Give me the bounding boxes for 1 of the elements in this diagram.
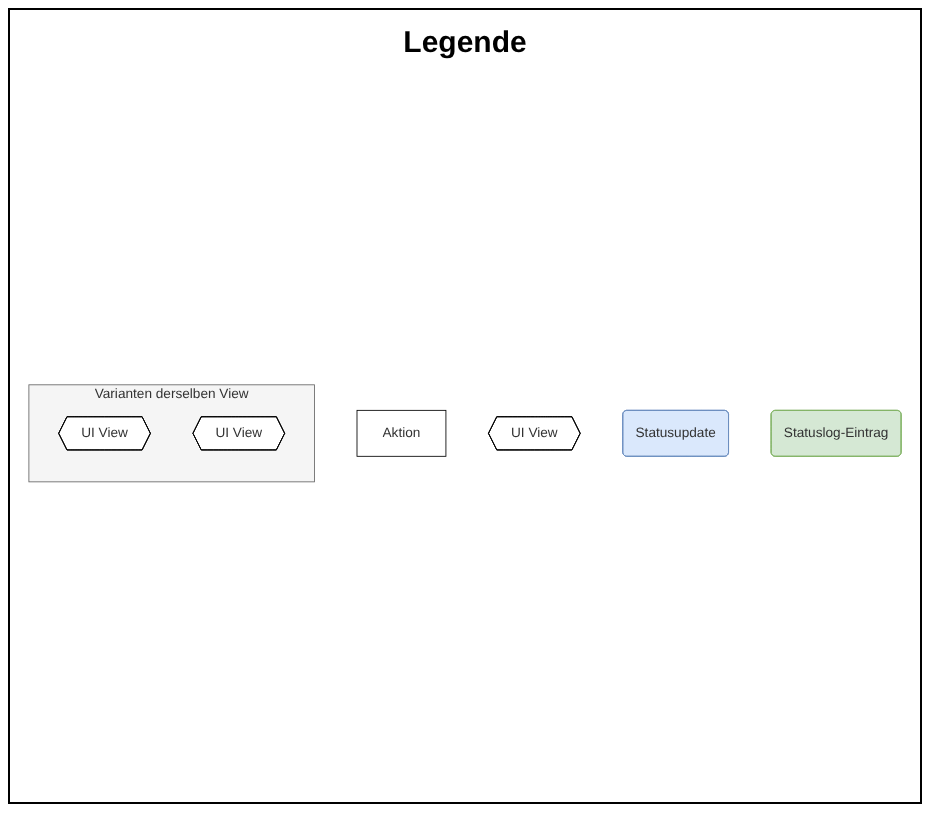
- legend-title: Legende: [401, 26, 529, 60]
